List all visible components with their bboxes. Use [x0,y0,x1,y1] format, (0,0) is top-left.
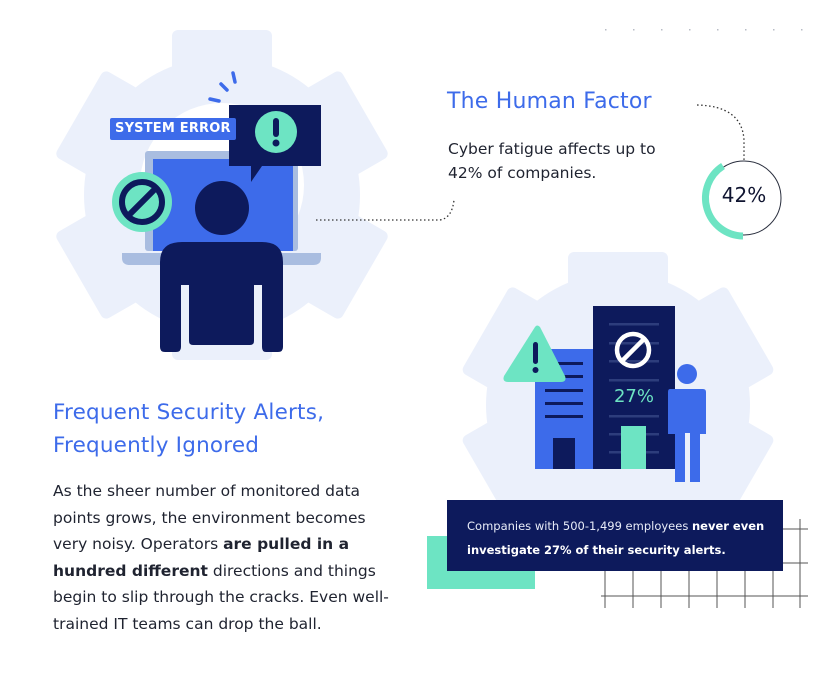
tower-icon [593,306,675,469]
person-icon [160,181,283,352]
caption-bold: never even investigate 27% [467,519,765,557]
warning-triangle-icon [503,325,566,382]
dotted-connector-left [316,199,455,221]
system-error-label: SYSTEM ERROR [110,118,236,140]
speech-bubble-alert-icon [229,105,321,182]
percent-ring-label: 42% [721,183,767,207]
stat-caption-box: Companies with 500-1,499 employees never… [447,500,783,571]
percent-ring-chart [702,160,782,240]
prohibited-icon [112,172,172,232]
alerts-title-line2: Frequently Ignored [53,433,260,458]
dotted-connector-right [696,104,745,160]
alerts-section-title: Frequent Security Alerts, Frequently Ign… [53,396,393,462]
person-standing-icon [668,364,706,482]
tower-stat-label: 27% [613,386,654,407]
alerts-section-body: As the sheer number of monitored data po… [53,478,393,637]
alerts-body-part2: directions and things begin to slip thro… [53,561,389,633]
caption-part1: Companies with 500-1,499 employees [467,519,692,533]
alert-sparks-icon [208,71,237,103]
alerts-body-bold: are pulled in a hundred different [53,535,350,580]
caption-part2: of their security alerts. [571,543,726,557]
dots-row [605,29,803,31]
human-factor-title: The Human Factor [447,89,652,114]
alerts-body-part1: As the sheer number of monitored data po… [53,482,366,553]
alerts-title-line1: Frequent Security Alerts, [53,400,325,425]
human-factor-body: Cyber fatigue affects up to 42% of compa… [448,140,656,182]
grid-decor [601,519,808,608]
